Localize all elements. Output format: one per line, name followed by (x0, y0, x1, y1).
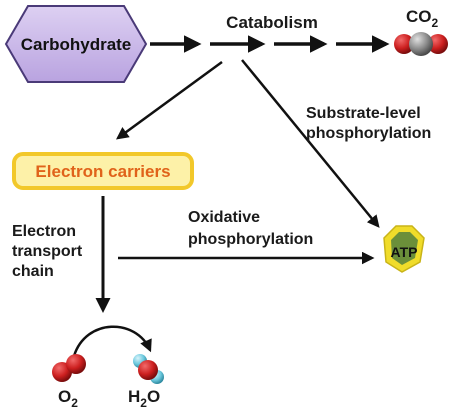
oxidative-label-line2: phosphorylation (188, 231, 313, 248)
carbohydrate-label: Carbohydrate (21, 35, 132, 54)
arrow-o2-to-h2o (72, 325, 152, 357)
carbohydrate-node: Carbohydrate (4, 5, 148, 83)
o2-molecule (52, 354, 86, 382)
h2o-label: H2O (128, 387, 160, 410)
electron-carriers-label: Electron carriers (35, 162, 170, 181)
atp-label: ATP (391, 244, 418, 260)
o2-label: O2 (58, 387, 78, 410)
oxidative-label-line1: Oxidative (188, 209, 260, 226)
substrate-level-label-line2: phosphorylation (306, 125, 431, 142)
h2o-molecule (133, 354, 164, 384)
etc-label-line2: transport (12, 243, 83, 260)
electron-carriers-node: Electron carriers (12, 152, 194, 190)
arrow-to-electron-carriers (115, 60, 223, 140)
catabolism-label: Catabolism (226, 13, 318, 32)
substrate-level-label-line1: Substrate-level (306, 105, 421, 122)
atp-node: ATP (383, 225, 425, 273)
etc-label-line1: Electron (12, 223, 76, 240)
etc-label-line3: chain (12, 263, 54, 280)
arrow-substrate-level-to-atp (241, 59, 380, 228)
co2-label: CO2 (406, 7, 439, 30)
co2-molecule (394, 32, 448, 56)
